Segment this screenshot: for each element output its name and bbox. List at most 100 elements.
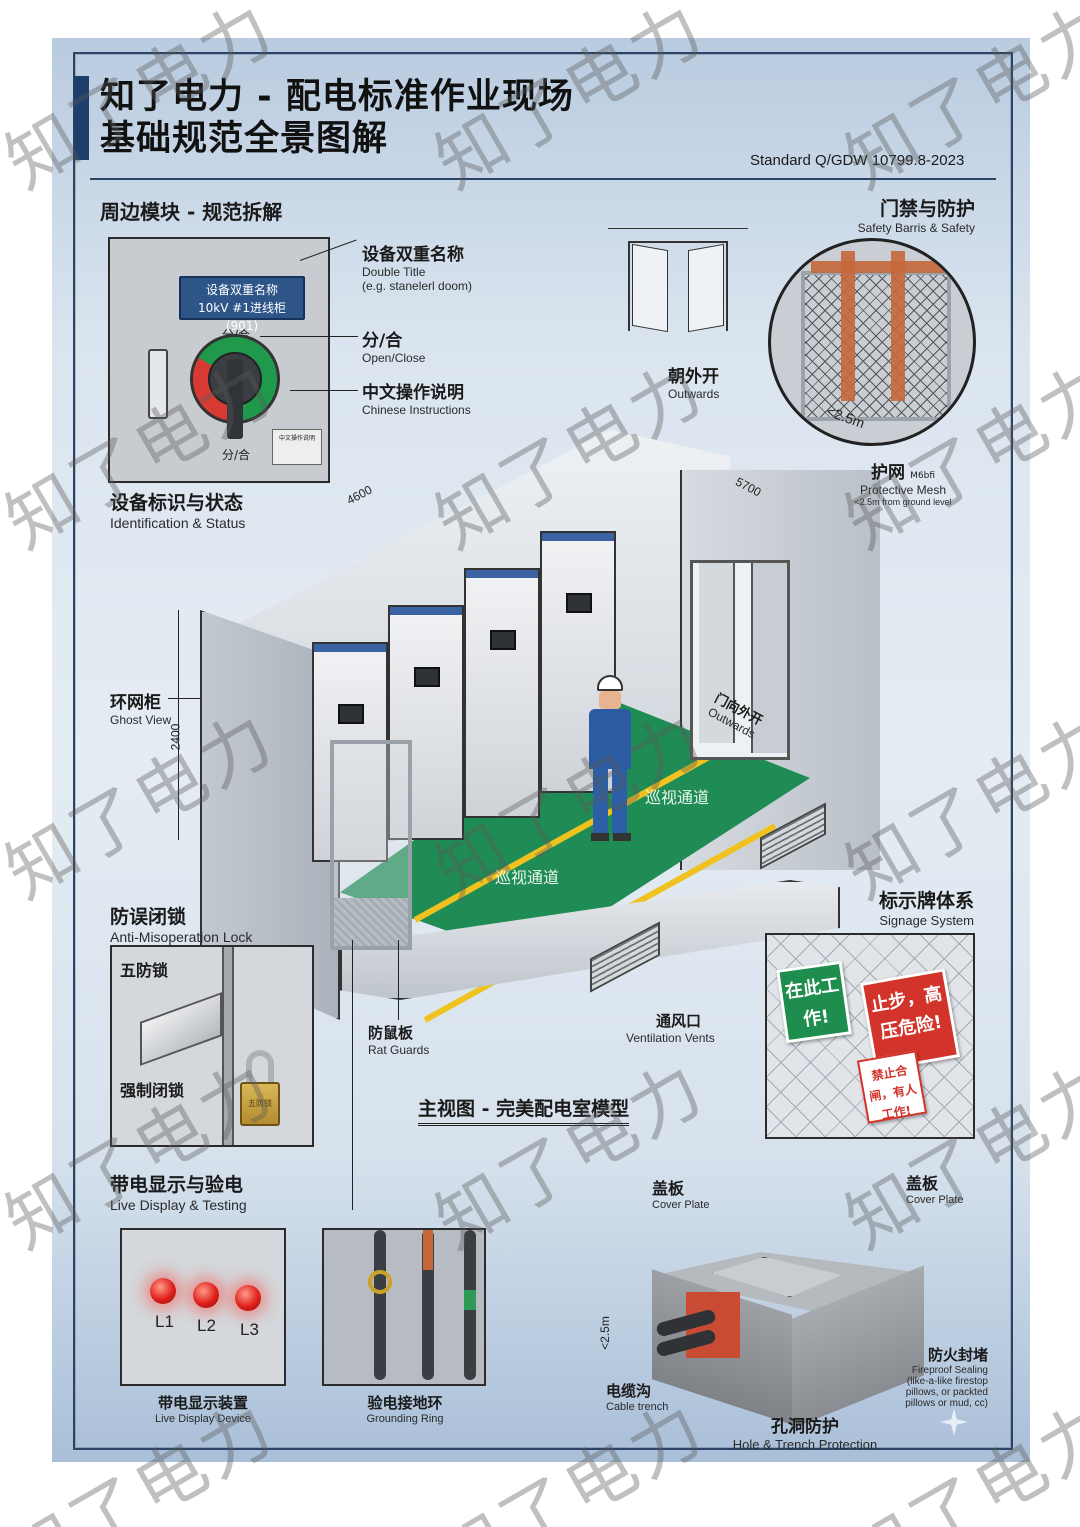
equipment-caption: 设备标识与状态 Identification & Status bbox=[110, 488, 245, 531]
outward-door bbox=[690, 560, 790, 760]
knob-bottom-label: 分/合 bbox=[222, 448, 251, 462]
callout-double-title: 设备双重名称 Double Title (e.g. stanelerl doom… bbox=[362, 240, 472, 293]
five-prevention-lock-icon bbox=[140, 992, 222, 1066]
cabinet-handle-icon bbox=[148, 349, 168, 419]
lock-panel: 五防锁 五防锁 强制闭锁 bbox=[110, 945, 314, 1147]
trench-cn: 电缆沟 bbox=[606, 1382, 652, 1400]
room-illustration: 巡视通道 巡视通道 门向外开 Outwards 4600 5700 2400 bbox=[168, 420, 950, 1070]
grounding-ring-icon bbox=[368, 1270, 392, 1294]
cover-left-cn: 盖板 bbox=[652, 1179, 685, 1198]
padlock-icon: 五防锁 bbox=[240, 1082, 280, 1126]
safety-heading-cn: 门禁与防护 bbox=[879, 198, 975, 220]
hole-protection-caption: 孔洞防护 Hole & Trench Protection bbox=[720, 1412, 890, 1452]
live-device-caption: 带电显示装置 Live Display Device bbox=[148, 1392, 258, 1425]
callout-en-note: (e.g. stanelerl doom) bbox=[362, 279, 473, 293]
leader-line bbox=[352, 940, 353, 1210]
walkway-label-front: 巡视通道 bbox=[495, 868, 560, 887]
switchgear-cabinet-3 bbox=[464, 568, 540, 818]
equipment-id-panel: 设备双重名称 10kV #1进线柜 (901) 分/合 分/合 中文操作说明 bbox=[108, 237, 330, 483]
fire-note: pillows or mud, cc) bbox=[905, 1398, 988, 1409]
sign-no-switching: 禁止合闸，有人工作! bbox=[856, 1050, 928, 1124]
fire-note: pillows, or packted bbox=[905, 1387, 988, 1398]
leader-line bbox=[260, 336, 358, 337]
title-accent-bar bbox=[74, 76, 89, 160]
standard-code: Standard Q/GDW 10799.8-2023 bbox=[750, 152, 965, 169]
callout-chinese-instructions: 中文操作说明 Chinese Instructions bbox=[362, 378, 471, 417]
main-view-title: 主视图 - 完美配电室模型 bbox=[418, 1094, 630, 1126]
cover-right-en: Cover Plate bbox=[906, 1194, 964, 1206]
callout-cn: 中文操作说明 bbox=[362, 383, 464, 403]
live-display-device: L1 L2 L3 bbox=[120, 1228, 286, 1386]
outwards-label: 朝外开 Outwards bbox=[668, 362, 719, 401]
dimension-width: 4600 bbox=[344, 482, 375, 508]
switchgear-cabinet-2 bbox=[388, 605, 464, 840]
led-label: L3 bbox=[240, 1320, 259, 1339]
ring-cn: 验电接地环 bbox=[367, 1394, 443, 1412]
caption-cn: 设备标识与状态 bbox=[110, 492, 244, 514]
mesh-note: <2.5m from ground level bbox=[854, 497, 952, 507]
led-label: L1 bbox=[155, 1312, 174, 1331]
callout-en: Double Title bbox=[362, 265, 426, 279]
led-label: L2 bbox=[197, 1316, 216, 1335]
worker-figure-icon bbox=[585, 675, 635, 845]
dimension-height: 2400 bbox=[168, 723, 183, 751]
title-line-2: 基础规范全景图解 bbox=[100, 119, 389, 159]
vent-en: Ventilation Vents bbox=[626, 1031, 715, 1045]
protective-mesh-detail: <2.5m bbox=[768, 238, 976, 446]
safety-heading-en: Safety Barris & Safety bbox=[857, 221, 975, 235]
grounding-ring-caption: 验电接地环 Grounding Ring bbox=[350, 1392, 460, 1425]
poster-frame bbox=[73, 52, 1013, 1450]
nameplate-device: 10kV #1进线柜 (901) bbox=[198, 301, 286, 333]
live-device-en: Live Display Device bbox=[155, 1413, 251, 1425]
leader-line bbox=[398, 940, 399, 1020]
fire-en: Fireproof Sealing bbox=[911, 1365, 988, 1376]
outwards-en: Outwards bbox=[668, 387, 720, 401]
signage-cn: 标示牌体系 bbox=[878, 890, 974, 912]
ring-main-cn: 环网柜 bbox=[110, 693, 161, 713]
fireproof-sealing-label: 防火封堵 Fireproof Sealing (like-a-like fire… bbox=[880, 1344, 988, 1409]
height-dimension-line bbox=[178, 610, 179, 840]
instruction-card: 中文操作说明 bbox=[272, 429, 322, 465]
signage-heading: 标示牌体系 Signage System bbox=[840, 886, 974, 928]
caption-en: Identification & Status bbox=[110, 515, 246, 531]
callout-en: Chinese Instructions bbox=[362, 403, 471, 417]
ring-main-label: 环网柜 Ghost View bbox=[110, 688, 171, 727]
device-nameplate: 设备双重名称 10kV #1进线柜 (901) bbox=[179, 276, 305, 333]
mesh-tag: M6bfi bbox=[910, 471, 935, 481]
callout-open-close: 分/合 Open/Close bbox=[362, 326, 425, 365]
leader-line bbox=[290, 390, 358, 391]
mesh-cn: 护网 bbox=[871, 463, 906, 483]
hole-caption-en: Hole & Trench Protection bbox=[732, 1437, 878, 1452]
callout-cn: 分/合 bbox=[362, 331, 403, 351]
door-swing-sketch bbox=[608, 228, 748, 336]
hole-caption-cn: 孔洞防护 bbox=[771, 1417, 839, 1437]
ventilation-label: 通风口 Ventilation Vents bbox=[626, 1010, 715, 1045]
signage-en: Signage System bbox=[879, 913, 974, 928]
five-lock-label: 五防锁 bbox=[120, 961, 169, 980]
protective-mesh-label: 护网 M6bfi Protective Mesh <2.5m from grou… bbox=[828, 458, 978, 507]
page-title: 知了电力 - 配电标准作业现场 基础规范全景图解 bbox=[100, 76, 574, 160]
cable-trench-label: 电缆沟 Cable trench bbox=[606, 1380, 668, 1413]
live-heading-en: Live Display & Testing bbox=[110, 1197, 247, 1213]
lock-heading-en: Anti-Misoperation Lock bbox=[110, 929, 253, 945]
led-l1-icon bbox=[150, 1278, 176, 1304]
mesh-en: Protective Mesh bbox=[859, 483, 947, 497]
ring-en: Grounding Ring bbox=[366, 1413, 444, 1425]
switchgear-cabinet-1 bbox=[312, 642, 388, 862]
cable-trench-block bbox=[652, 1232, 924, 1429]
rat-guard-cn: 防鼠板 bbox=[368, 1024, 414, 1042]
outwards-cn: 朝外开 bbox=[668, 367, 719, 387]
forced-lock-label: 强制闭锁 bbox=[120, 1081, 185, 1100]
live-heading-cn: 带电显示与验电 bbox=[110, 1174, 244, 1196]
cover-left-en: Cover Plate bbox=[652, 1199, 710, 1211]
live-display-heading: 带电显示与验电 Live Display & Testing bbox=[110, 1170, 247, 1213]
lock-heading-cn: 防误闭锁 bbox=[110, 906, 187, 928]
callout-cn: 设备双重名称 bbox=[362, 245, 464, 265]
cover-plate-right-label: 盖板 Cover Plate bbox=[906, 1170, 963, 1206]
section-title-modules: 周边模块 - 规范拆解 bbox=[100, 200, 283, 224]
fire-cn: 防火封堵 bbox=[927, 1346, 988, 1364]
signage-panel: 在此工作! 止步，高压危险! 禁止合闸，有人工作! bbox=[765, 933, 975, 1139]
door-edge bbox=[222, 947, 234, 1145]
vent-cn: 通风口 bbox=[656, 1012, 702, 1030]
ring-main-en: Ghost View bbox=[110, 713, 172, 727]
